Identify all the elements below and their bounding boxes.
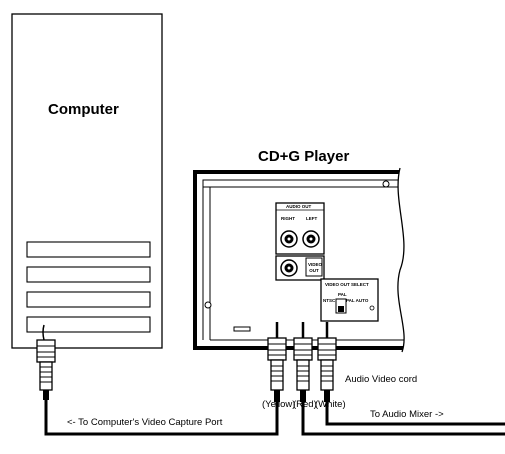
drive-bay <box>26 241 151 258</box>
audio-out-label: AUDIO OUT <box>286 204 312 209</box>
video-cable <box>44 400 279 436</box>
ntsc-label: NTSC <box>323 298 336 303</box>
red-plug <box>293 322 313 402</box>
cord-label: Audio Video cord <box>345 374 418 385</box>
video-out-select-label: VIDEO OUT SELECT <box>325 282 369 287</box>
computer-video-plug <box>36 324 56 400</box>
white-label: (White) <box>315 399 346 410</box>
audio-mixer-arrow-label: To Audio Mixer -> <box>370 409 444 420</box>
white-plug <box>317 322 337 402</box>
drive-bay <box>26 291 151 308</box>
yellow-plug <box>267 322 287 402</box>
right-label: RIGHT <box>281 216 295 221</box>
video-out-label: VIDEO OUT <box>308 262 323 273</box>
player-label: CD+G Player <box>258 148 350 165</box>
yellow-label: (Yellow) <box>262 399 296 410</box>
video-out-select-panel <box>320 278 379 322</box>
computer-label: Computer <box>48 101 119 118</box>
capture-port-arrow-label: <- To Computer's Video Capture Port <box>67 417 223 428</box>
white-audio-cable <box>325 402 505 426</box>
red-audio-cable <box>301 402 505 436</box>
video-out-panel <box>275 255 325 281</box>
drive-bay <box>26 316 151 333</box>
pal-label: PAL <box>338 292 347 297</box>
pal-auto-label: PAL AUTO <box>346 298 369 303</box>
audio-out-panel <box>275 202 325 255</box>
left-label: LEFT <box>306 216 318 221</box>
drive-bay <box>26 266 151 283</box>
red-label: (Red) <box>293 399 317 410</box>
